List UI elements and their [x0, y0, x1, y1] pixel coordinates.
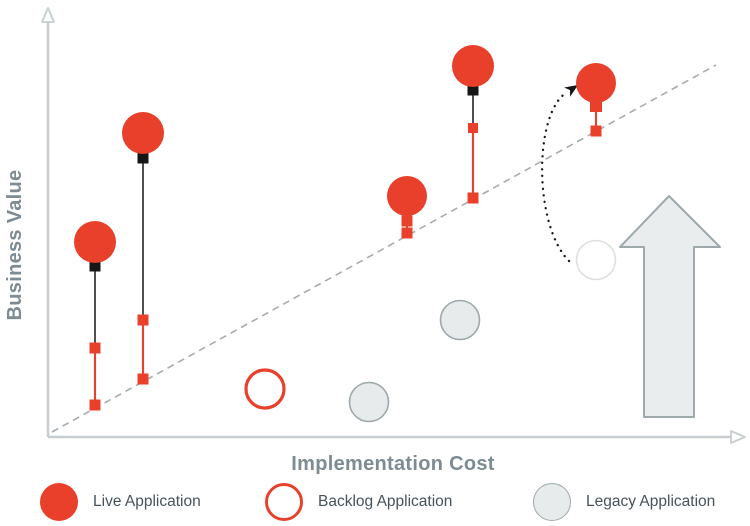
live-application-point	[122, 112, 164, 154]
stem-marker	[137, 152, 149, 164]
stem-marker	[137, 373, 149, 385]
y-axis-label: Business Value	[4, 170, 26, 321]
live-application-point	[74, 221, 116, 263]
diagonal-reference-line	[51, 64, 717, 433]
live-application-point	[576, 63, 616, 103]
backlog-application-swatch-icon	[265, 483, 303, 521]
legend-item-legacy: Legacy Application	[533, 482, 715, 522]
stem-marker	[89, 342, 101, 354]
backlog-application-point	[244, 368, 286, 410]
x-axis-label: Implementation Cost	[291, 453, 495, 475]
legacy-application-point	[348, 381, 390, 423]
stem-marker	[590, 125, 602, 137]
stem-marker	[590, 100, 602, 112]
migration-dotted-arc	[541, 90, 571, 263]
stem-marker	[467, 192, 479, 204]
legend-label-live: Live Application	[93, 493, 201, 510]
legend-item-backlog: Backlog Application	[265, 482, 452, 522]
stem-marker	[467, 84, 479, 96]
live-application-point	[452, 45, 494, 87]
stem-marker	[89, 260, 101, 272]
live-application-swatch-icon	[40, 483, 78, 521]
big-up-arrow-icon	[619, 195, 721, 418]
stem-marker	[89, 399, 101, 411]
stem-marker	[468, 123, 478, 133]
legacy-application-point	[439, 299, 481, 341]
stem-marker	[137, 314, 149, 326]
stem-marker	[401, 215, 413, 227]
stem-marker	[401, 227, 413, 239]
legacy-application-swatch-icon	[533, 483, 571, 521]
migration-arrowhead-icon	[564, 85, 578, 97]
legend-item-live: Live Application	[40, 482, 201, 522]
value-cost-chart: Implementation Cost Business Value	[4, 7, 746, 475]
legend-label-backlog: Backlog Application	[318, 493, 453, 510]
y-axis-arrowhead-icon	[41, 7, 55, 23]
chart-plot-area	[41, 7, 746, 444]
legend: Live Application Backlog Application Leg…	[0, 482, 750, 522]
x-axis-arrowhead-icon	[730, 430, 746, 444]
legend-label-legacy: Legacy Application	[586, 493, 716, 510]
live-application-point	[387, 176, 427, 216]
ghost-circle	[575, 239, 617, 281]
